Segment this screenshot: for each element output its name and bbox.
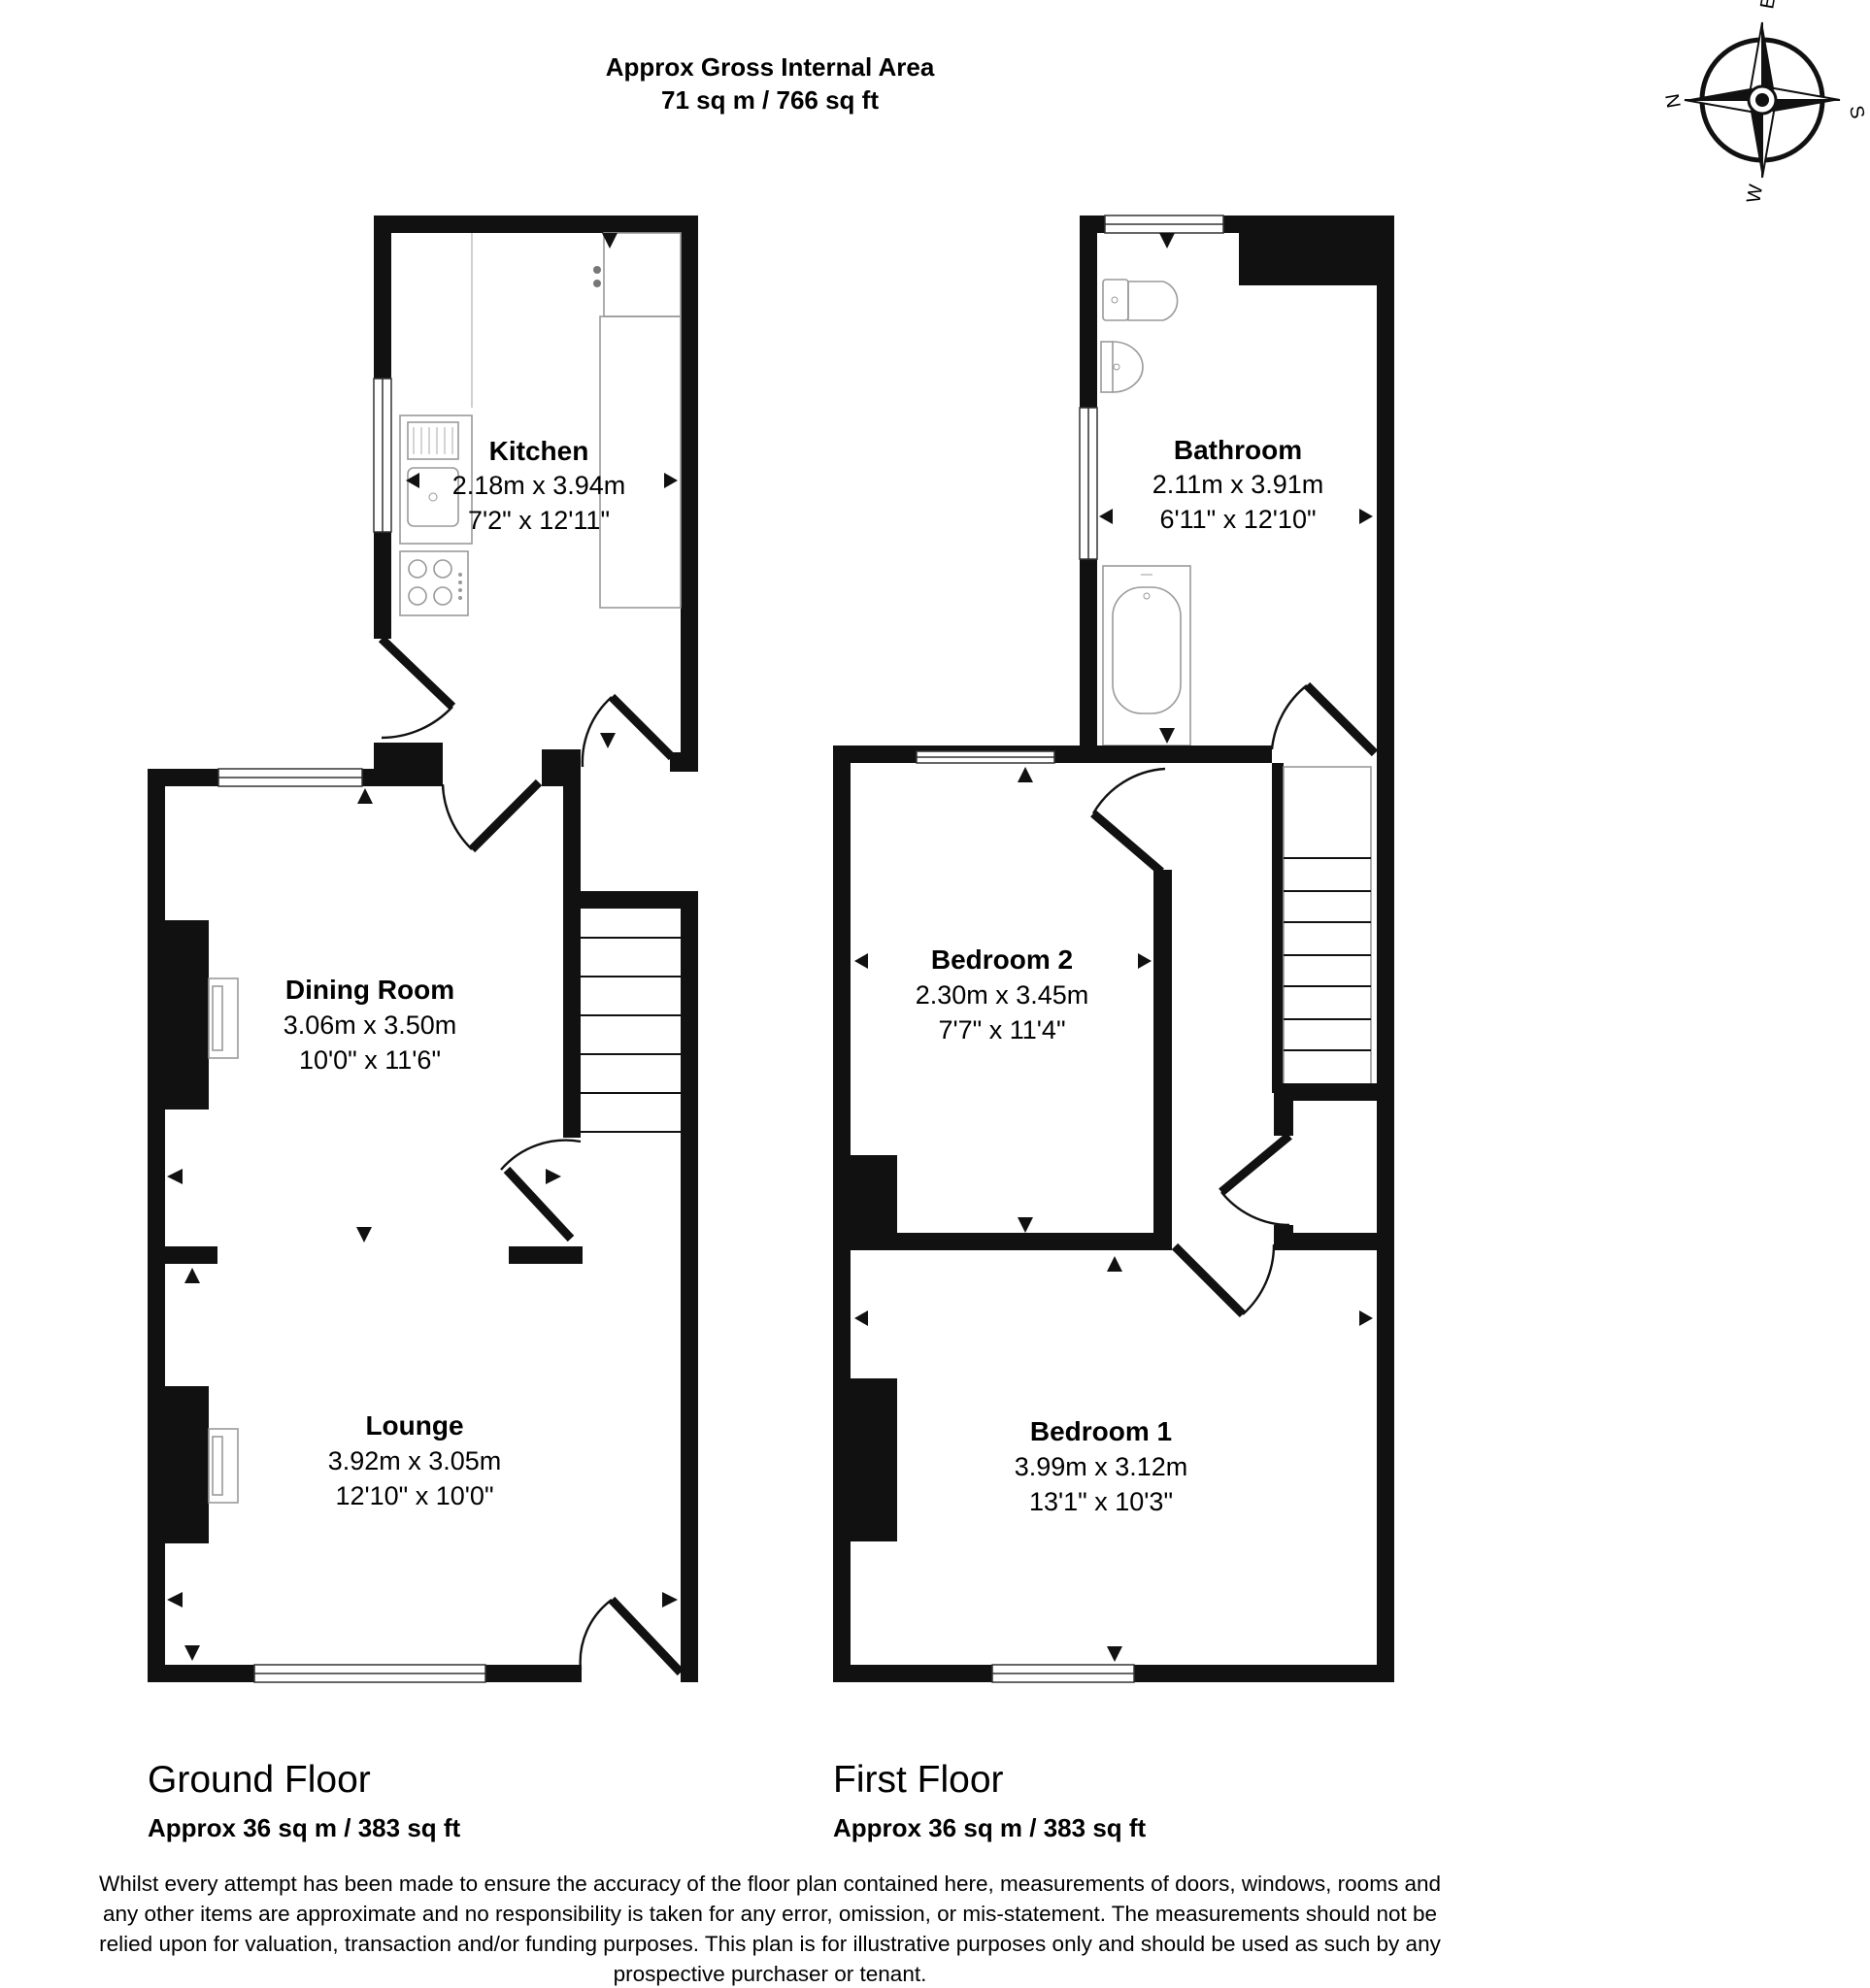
bedroom-2-name: Bedroom 2 [931,944,1073,975]
fireplace [208,977,239,1059]
bedroom-1-imperial: 13'1" x 10'3" [1029,1487,1173,1516]
dining-room-imperial: 10'0" x 11'6" [299,1045,441,1075]
disclaimer: Whilst every attempt has been made to en… [99,1872,1442,1986]
chimney-stack [1239,215,1394,285]
kitchen-name: Kitchen [489,436,589,466]
wall [681,215,698,769]
bathroom-name: Bathroom [1174,435,1302,465]
first-floor-area: Approx 36 sq m / 383 sq ft [833,1813,1147,1842]
compass-rose-icon: E S W N [1660,0,1868,205]
bedroom-2-metric: 2.30m x 3.45m [916,980,1089,1010]
wall [148,769,165,1682]
dining-room-metric: 3.06m x 3.50m [284,1011,457,1040]
ground-floor-area: Approx 36 sq m / 383 sq ft [148,1813,461,1842]
bedroom-1-metric: 3.99m x 3.12m [1015,1452,1188,1481]
gross-area-value: 71 sq m / 766 sq ft [661,85,879,115]
disclaimer-line: Whilst every attempt has been made to en… [99,1872,1441,1896]
disclaimer-line: relied upon for valuation, transaction a… [99,1932,1441,1956]
bathtub-icon [1102,565,1191,746]
bathroom-imperial: 6'11" x 12'10" [1159,505,1316,534]
lounge-imperial: 12'10" x 10'0" [335,1481,493,1510]
bedroom-1-name: Bedroom 1 [1030,1416,1172,1446]
first-floor-plan: Bathroom 2.11m x 3.91m 6'11" x 12'10" Be… [833,215,1394,1683]
kitchen-imperial: 7'2" x 12'11" [468,506,610,535]
ground-floor-label: Ground Floor [148,1759,371,1801]
gross-area-title: Approx Gross Internal Area [606,52,935,82]
lounge-name: Lounge [365,1410,463,1441]
wall [1377,215,1394,1682]
kitchen-metric: 2.18m x 3.94m [452,471,626,500]
wall [833,746,851,1682]
lounge-metric: 3.92m x 3.05m [328,1446,502,1475]
compass-s-label: S [1845,104,1868,120]
disclaimer-line: any other items are approximate and no r… [103,1902,1437,1926]
compass-n-label: N [1660,92,1684,110]
compass-e-label: E [1756,0,1780,11]
hob-icon [399,550,469,616]
disclaimer-line: prospective purchaser or tenant. [614,1962,927,1986]
chimney-breast [165,1386,209,1543]
chimney-breast [851,1155,897,1239]
bedroom-2-imperial: 7'7" x 11'4" [938,1015,1065,1044]
staircase [581,937,681,1133]
wall [374,215,698,233]
bathroom-metric: 2.11m x 3.91m [1152,470,1324,499]
fireplace [208,1428,239,1504]
toilet-icon [1102,279,1179,321]
first-floor-label: First Floor [833,1759,1004,1801]
compass-w-label: W [1743,182,1767,205]
basin-icon [1100,341,1144,393]
worktop [599,315,682,609]
dimension-markers [167,233,678,1661]
dimension-markers [854,233,1373,1662]
dining-room-name: Dining Room [285,975,454,1005]
sink-icon [399,414,473,545]
chimney-breast [851,1378,897,1541]
chimney-breast [165,920,209,1110]
ground-floor-plan: Kitchen 2.18m x 3.94m 7'2" x 12'11" Dini… [148,215,698,1683]
appliance-unit [603,232,682,317]
staircase [1283,766,1372,1088]
